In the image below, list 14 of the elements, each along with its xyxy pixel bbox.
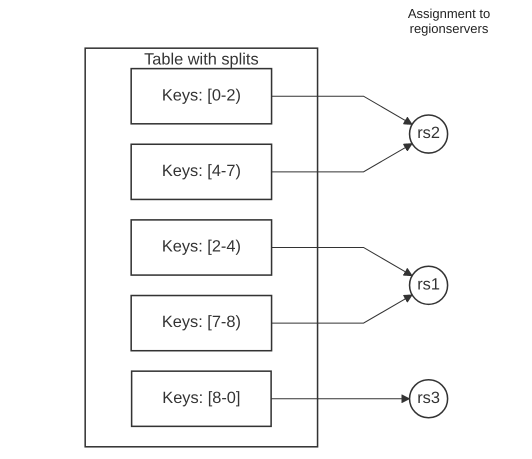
arrow xyxy=(271,247,412,276)
node-box: Keys: [0-2) xyxy=(130,68,272,125)
arrow xyxy=(271,294,412,324)
arrow xyxy=(271,143,412,172)
node-circle: rs2 xyxy=(408,114,448,154)
node-box: Keys: [4-7) xyxy=(130,144,272,200)
node-box: Keys: [7-8) xyxy=(130,294,272,352)
node-circle: rs3 xyxy=(408,378,448,419)
arrow xyxy=(271,96,412,125)
node-circle: rs1 xyxy=(408,266,448,306)
node-box: Keys: [2-4) xyxy=(130,219,272,276)
arrow xyxy=(270,394,410,404)
column-heading: Assignment to regionservers xyxy=(406,6,492,36)
node-box: Keys: [8-0] xyxy=(130,370,272,428)
